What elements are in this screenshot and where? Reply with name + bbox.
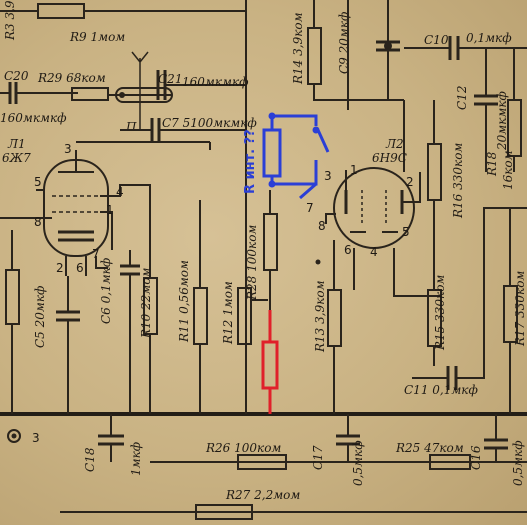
label-r25: R25 47ком [395, 441, 464, 455]
l2-pin-4: 4 [370, 245, 378, 259]
capacitor-c21 [156, 70, 246, 100]
label-c17: C17 [311, 445, 325, 470]
l1-pin-3: 3 [64, 142, 72, 156]
capacitor-c12 [474, 48, 498, 172]
resistor-r17 [503, 208, 518, 414]
l1-pin-6: 6 [76, 261, 84, 275]
terminal-3 [7, 429, 21, 443]
l1-pin-4: 4 [116, 185, 124, 199]
l1-pin-5: 5 [34, 175, 42, 189]
resistor-r13 [327, 240, 342, 414]
l2-pin-3: 3 [324, 169, 332, 183]
capacitor-c18 [98, 414, 124, 462]
label-r18: R18 [485, 151, 499, 177]
label-r18-value: 16ком [501, 150, 515, 190]
label-c18: C18 [83, 447, 97, 472]
l2-pin-7: 7 [306, 201, 314, 215]
label-c17-value: 0,5мкф [351, 440, 365, 486]
label-c16: C16 [469, 445, 483, 470]
label-l1-type: 6Ж7 [2, 151, 31, 165]
capacitor-c16 [484, 414, 508, 462]
label-c7: C7 5100мкмкф [162, 116, 257, 130]
resistor-r28 [263, 190, 278, 310]
label-switch-p: П [125, 120, 137, 134]
label-annotation-r-int: R инт. ?? [243, 129, 258, 194]
label-r16: R16 330ком [451, 143, 465, 219]
resistor-r3 [5, 230, 20, 414]
label-c11: C11 0,1мкф [404, 383, 478, 397]
capacitor-c10 [404, 36, 527, 60]
l1-pin-8: 8 [34, 215, 42, 229]
label-l2-ref: Л2 [385, 137, 404, 151]
label-c5: C5 20мкф [33, 286, 47, 348]
label-r11: R11 0,56мом [177, 260, 191, 343]
label-c20-value: 160мкмкф [0, 111, 67, 125]
label-r14: R14 3,9ком [291, 12, 305, 85]
junction-dot [315, 259, 321, 265]
vertical-wire-348 [347, 0, 405, 172]
label-c16-value: 0,5мкф [511, 440, 525, 486]
l2-pin-6: 6 [344, 243, 352, 257]
resistor-r14 [307, 0, 404, 101]
potentiometer-r12 [237, 287, 268, 345]
label-r15: R15 330ком [433, 275, 447, 351]
capacitor-c11 [412, 207, 527, 390]
label-r26: R26 100ком [205, 441, 281, 455]
resistor-r15 [427, 289, 442, 366]
resistor-r27 [195, 504, 253, 520]
l1-pin-7: 7 [92, 247, 100, 261]
resistor-r25 [429, 454, 471, 470]
label-l1-ref: Л1 [7, 137, 26, 151]
resistor-r16 [427, 100, 442, 290]
capacitor-c9 [376, 0, 400, 100]
label-r27: R27 2,2мом [225, 488, 300, 502]
label-c10-value: 0,1мкф [466, 31, 512, 45]
label-c18-value: 1мкф [129, 442, 143, 476]
resistor-r11 [193, 200, 208, 414]
label-r9: R9 1мом [69, 30, 125, 44]
capacitor-c7 [120, 118, 246, 142]
capacitor-c5 [56, 276, 80, 414]
label-r12: R12 1мом [221, 281, 235, 345]
label-c10: C10 [424, 33, 449, 47]
label-r3: R3 3,9ком [3, 0, 17, 41]
label-r10: R10 22мом [139, 267, 153, 339]
l2-pin-8: 8 [318, 219, 326, 233]
label-c21-value: 160мкмкф [182, 75, 249, 89]
l1-pin-1: 1 [106, 203, 114, 217]
label-r29: R29 68ком [37, 71, 106, 85]
label-l2-type: 6Н9С [372, 151, 407, 165]
label-r13: R13 3,9ком [313, 280, 327, 353]
annotation-red-resistor [261, 310, 279, 414]
label-c12-value: 20мкмкф [495, 91, 509, 151]
resistor-r9 [0, 3, 246, 19]
label-r28: R28 100ком [245, 225, 259, 301]
tube-l1 [0, 141, 211, 276]
label-c6: C6 0,1мкф [99, 258, 113, 324]
l2-pin-1: 1 [350, 163, 358, 177]
resistor-r18 [507, 48, 522, 172]
label-r17: R17 330ком [513, 271, 527, 347]
l2-pin-5: 5 [402, 225, 410, 239]
label-c12: C12 [455, 86, 469, 110]
capacitor-c6 [120, 250, 140, 414]
resistor-r10 [143, 240, 158, 414]
l2-pin-2: 2 [406, 175, 414, 189]
switch-p [108, 51, 173, 130]
tube-l2 [325, 167, 440, 297]
label-c21: C21 [158, 72, 182, 86]
capacitor-c20 [0, 82, 78, 104]
label-c20: C20 [4, 69, 29, 83]
label-terminal-3: 3 [32, 431, 40, 445]
l1-pin-2: 2 [56, 261, 64, 275]
annotation-blue-r-int [262, 112, 330, 200]
resistor-r26 [237, 454, 287, 470]
capacitor-c17 [336, 414, 360, 462]
